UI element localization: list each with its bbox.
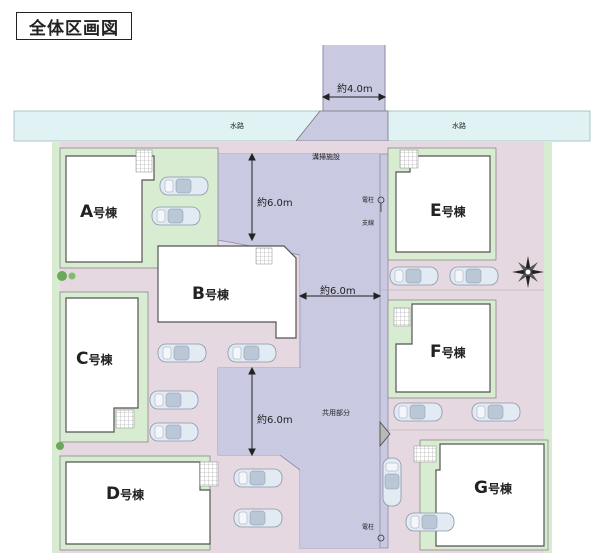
- facility-label: 溝掃施設: [312, 153, 340, 161]
- road-width-middle: 約6.0m: [320, 286, 356, 297]
- tree-icon: [57, 271, 67, 281]
- building-e: [395, 155, 491, 253]
- waterway-label-left: 水路: [230, 122, 244, 130]
- compass-icon: [512, 256, 544, 288]
- lot-label-d: D号棟: [106, 484, 145, 504]
- lot-label-g: G号棟: [474, 478, 512, 498]
- building-c: [65, 297, 139, 433]
- lot-label-b: B号棟: [192, 284, 229, 304]
- building-f: [395, 303, 491, 393]
- lot-label-a: A号棟: [80, 202, 118, 222]
- road-width-upper: 約6.0m: [257, 198, 293, 209]
- road-width-lower: 約6.0m: [257, 415, 293, 426]
- approach-road: [323, 45, 385, 111]
- page-title: 全体区画図: [16, 12, 132, 40]
- road-width-top: 約4.0m: [337, 84, 373, 95]
- grid-pad-icon: [135, 149, 153, 173]
- building-a: [65, 155, 155, 263]
- lot-label-f: F号棟: [430, 342, 466, 362]
- lot-label-c: C号棟: [76, 349, 113, 369]
- waterway-label-right: 水路: [452, 122, 466, 130]
- building-b: [157, 245, 297, 339]
- utility-pole-label-bottom: 電柱: [362, 524, 375, 531]
- common-area-label: 共用部分: [322, 409, 350, 417]
- post-label-top: 支線: [362, 220, 375, 227]
- lot-label-e: E号棟: [430, 201, 466, 221]
- utility-pole-label-top: 電柱: [362, 197, 375, 204]
- building-g: [435, 443, 545, 547]
